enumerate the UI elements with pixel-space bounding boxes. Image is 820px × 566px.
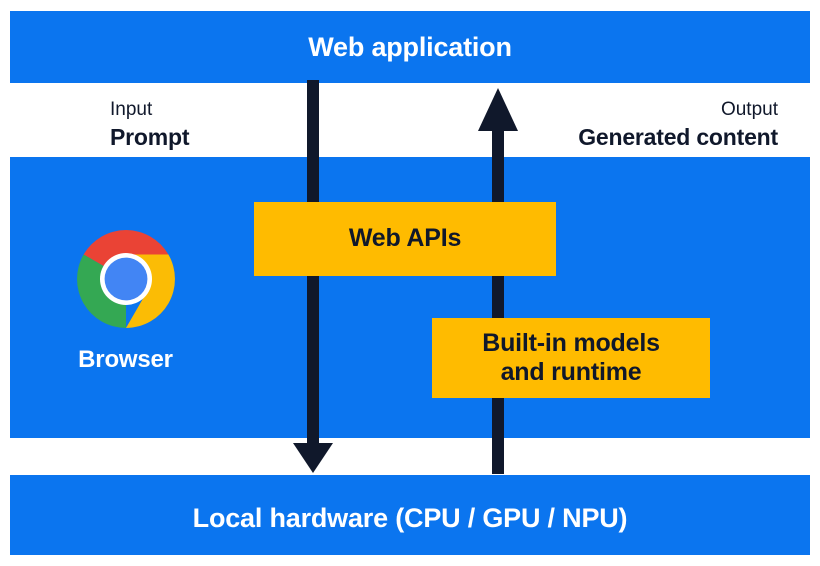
box-builtin-models-line2: and runtime: [500, 358, 642, 386]
browser-block: Browser: [58, 228, 193, 374]
caption-output: Output Generated content: [578, 98, 778, 153]
caption-input-label: Prompt: [110, 123, 190, 150]
local-hardware-label: Local hardware (CPU / GPU / NPU): [192, 503, 628, 533]
browser-label: Browser: [78, 346, 173, 373]
box-builtin-models: Built-in models and runtime: [432, 318, 710, 398]
chrome-logo-icon: [76, 230, 175, 328]
web-application-label: Web application: [308, 32, 512, 62]
caption-output-label: Generated content: [578, 123, 778, 150]
caption-output-kicker: Output: [720, 99, 778, 120]
caption-input-kicker: Input: [110, 99, 153, 120]
band-web-application: [10, 11, 810, 83]
box-builtin-models-text: Built-in models and runtime: [482, 329, 660, 388]
box-builtin-models-line1: Built-in models: [482, 328, 660, 357]
band-local-hardware: [10, 475, 810, 555]
caption-input: Input Prompt: [110, 98, 190, 153]
box-web-apis: Web APIs: [254, 202, 556, 276]
box-web-apis-label: Web APIs: [348, 224, 462, 253]
